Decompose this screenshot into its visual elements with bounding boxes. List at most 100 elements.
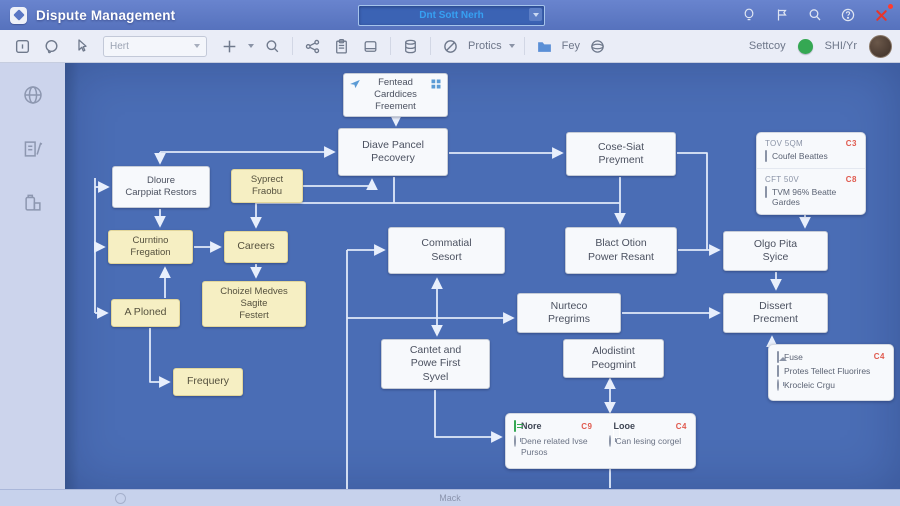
flow-node-label: Curntino [132, 234, 169, 246]
sync-icon[interactable] [585, 34, 610, 58]
item-code: CFT 50V [765, 174, 799, 184]
flow-node-label: Power Resant [588, 250, 654, 263]
chevron-down-icon[interactable] [529, 8, 542, 21]
card-item: Protes Tellect Fluorires [777, 364, 885, 378]
flow-node-n10[interactable]: Frequery [173, 368, 243, 396]
disabled-icon[interactable] [438, 34, 463, 58]
chevron-down-icon[interactable] [508, 44, 515, 48]
flow-node-label: Pecovery [371, 152, 415, 164]
flow-node-label: Frequery [186, 375, 229, 388]
clipboard-icon[interactable] [329, 34, 354, 58]
paper-plane-icon [349, 78, 361, 90]
flow-node-label: Careers [237, 240, 275, 253]
column-title: Nore [521, 421, 542, 431]
insert-shape-icon[interactable] [10, 34, 35, 58]
status-label: Mack [439, 493, 461, 503]
app-logo-icon [10, 6, 27, 24]
share-nodes-icon[interactable] [300, 34, 325, 58]
flow-node-label: Sesort [431, 250, 462, 263]
flow-node-n9[interactable]: A Ploned [111, 299, 180, 327]
flow-node-label: Fraobu [251, 186, 283, 197]
flow-node-label: Freement [375, 101, 416, 113]
avatar[interactable] [869, 34, 892, 58]
pointer-icon[interactable] [68, 34, 93, 58]
settings-label[interactable]: Settcoy [748, 40, 786, 52]
user-label[interactable]: SHI/Yr [824, 40, 857, 52]
quick-search-select[interactable]: Dnt Sott Nerh [358, 5, 545, 26]
toolbar-divider [292, 37, 293, 55]
notifications-icon[interactable] [740, 6, 758, 24]
left-sidebar [0, 62, 65, 490]
item-label: Coufel Beattes [772, 151, 828, 161]
database-icon[interactable] [398, 34, 423, 58]
flow-node-label: Preyment [598, 154, 644, 166]
flow-node-label: Carddices [374, 88, 417, 100]
quick-search-value: Dnt Sott Nerh [419, 10, 484, 21]
clock-icon [777, 379, 779, 392]
zoom-icon[interactable] [260, 34, 285, 58]
help-icon[interactable] [839, 6, 857, 24]
flow-node-label: A Ploned [124, 306, 167, 319]
flag-icon[interactable] [773, 6, 791, 24]
document-icon [765, 150, 767, 162]
toolbar-divider [390, 37, 391, 55]
flow-node-n7[interactable]: Careers [224, 231, 288, 263]
flow-node-label: Precment [753, 313, 798, 325]
shape-style-select[interactable]: Hert [103, 35, 207, 57]
shape-style-value: Hert [110, 40, 129, 52]
gauge-icon [514, 435, 516, 457]
close-icon[interactable] [872, 4, 893, 24]
search-icon[interactable] [806, 6, 824, 24]
flow-node-label: Dloure [147, 174, 175, 186]
item-label: Krocleic Crgu [784, 380, 836, 391]
column-badge: C9 [581, 421, 593, 431]
card-icon[interactable] [358, 34, 383, 58]
flow-node-label: Carppiat Restors [125, 187, 197, 198]
globe-icon[interactable] [22, 84, 44, 111]
flow-node-label: Syice [762, 251, 789, 263]
plus-icon[interactable] [217, 34, 242, 58]
lasso-icon[interactable] [39, 34, 64, 58]
flow-node-label: Syvel [422, 370, 449, 383]
flow-node-label: Dissert [759, 299, 792, 312]
status-badge [797, 38, 813, 54]
column-desc: Dene related Ivse Pursos [521, 436, 588, 457]
item-label: Protes Tellect Fluorires [784, 366, 871, 377]
building-icon[interactable] [22, 192, 44, 219]
flow-node-label: Olgo Pita [753, 237, 798, 250]
profiles-label[interactable]: Protics [468, 40, 502, 52]
flow-node-label: Powe First [410, 357, 461, 370]
diagram-toolbar: Hert Protics [0, 30, 900, 63]
diagram-canvas[interactable] [65, 62, 900, 490]
chart-icon[interactable] [22, 138, 44, 165]
item-badge: C4 [873, 352, 885, 361]
item-label: Fuse [784, 352, 803, 362]
clock-icon [608, 435, 611, 447]
folder-label[interactable]: Fey [561, 40, 580, 52]
flow-node-label: Pregrims [547, 313, 590, 325]
chevron-down-icon [194, 44, 200, 48]
flow-node-label: Nurteco [550, 299, 588, 312]
document-icon [765, 185, 767, 198]
folder-icon[interactable] [532, 34, 557, 58]
chevron-down-icon[interactable] [248, 44, 254, 48]
